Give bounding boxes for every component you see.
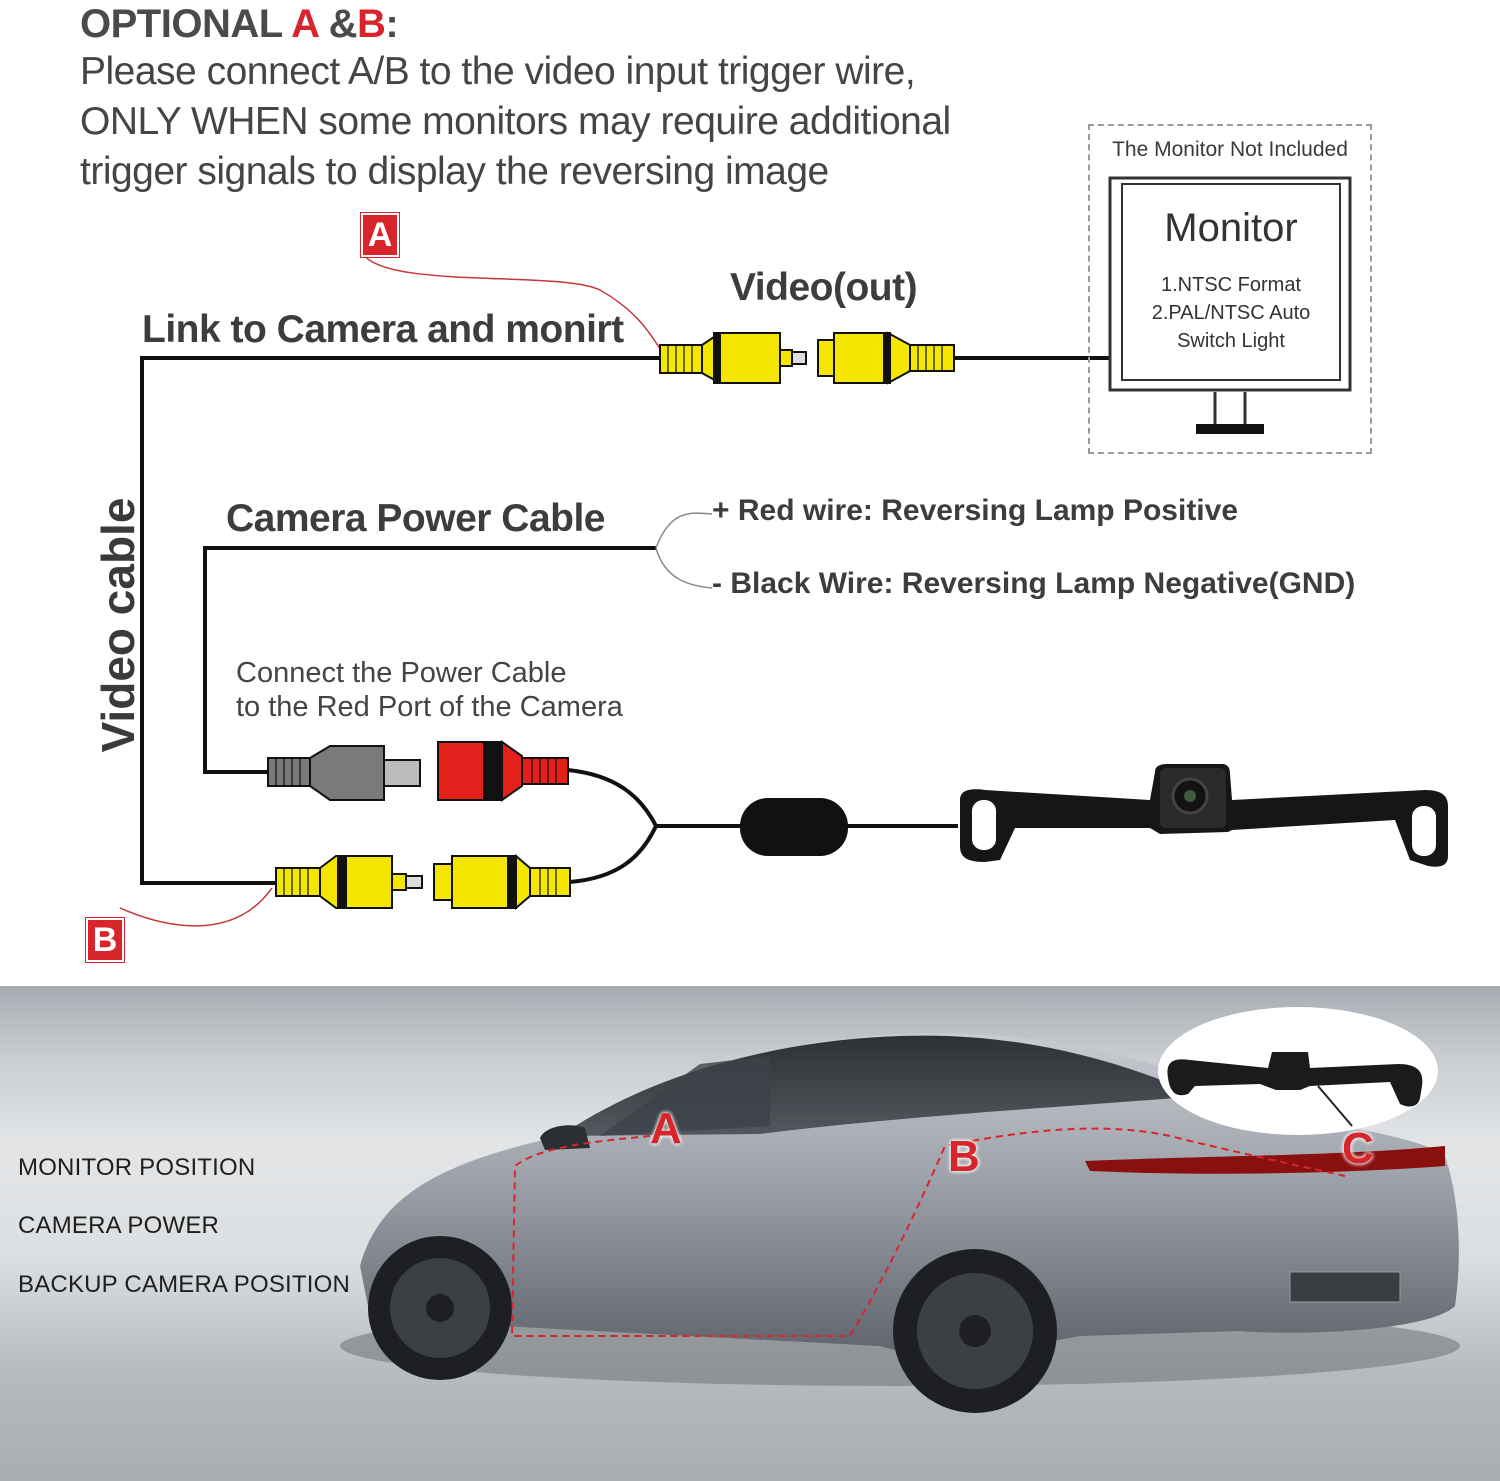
- legend-camera-power: CAMERA POWER: [18, 1212, 220, 1239]
- wires: [140, 356, 1110, 885]
- power-cable-wire: [203, 546, 656, 774]
- power-connector-red: [437, 740, 569, 802]
- monitor-spec-1: 1.NTSC Format: [1160, 274, 1302, 296]
- camera-video-connector-female: [433, 853, 571, 911]
- optional-title: OPTIONAL A &B:: [80, 2, 399, 46]
- monitor-title: Monitor: [1164, 206, 1298, 250]
- trigger-wire-a: [361, 251, 663, 353]
- trigger-marker-a: A: [361, 213, 399, 257]
- monitor-not-included-label: The Monitor Not Included: [1112, 138, 1348, 161]
- wiring-diagram: [119, 176, 1448, 927]
- instruction-line-1: Please connect A/B to the video input tr…: [80, 50, 916, 93]
- monitor-not-included-box: [1088, 124, 1372, 454]
- video-cable-wire: [140, 356, 660, 885]
- installation-photo: A B C MONITOR POSITION CAMERA POWER BACK…: [0, 986, 1500, 1481]
- legend-monitor-position: MONITOR POSITION: [18, 1154, 256, 1181]
- monitor-spec-2: 2.PAL/NTSC Auto: [1151, 302, 1311, 324]
- instruction-line-3: trigger signals to display the reversing…: [80, 150, 829, 193]
- video-cable-label: Video cable: [92, 497, 144, 753]
- trigger-marker-b: B: [86, 918, 124, 962]
- black-wire-label: - Black Wire: Reversing Lamp Negative(GN…: [712, 567, 1356, 600]
- monitor-spec-3: Switch Light: [1177, 330, 1285, 352]
- red-wire-label: + Red wire: Reversing Lamp Positive: [712, 494, 1239, 527]
- video-out-label: Video(out): [730, 266, 918, 309]
- power-port-note: Connect the Power Cable to the Red Port …: [236, 656, 623, 724]
- point-b-label: B: [948, 1132, 980, 1181]
- power-cable-label: Camera Power Cable: [226, 497, 606, 540]
- camera-split-wire: [567, 768, 659, 884]
- instruction-line-2: ONLY WHEN some monitors may require addi…: [80, 100, 951, 143]
- point-a-label: A: [650, 1104, 682, 1153]
- point-c-label: C: [1342, 1124, 1374, 1173]
- license-plate-camera: [960, 764, 1448, 867]
- inline-filter-box: [740, 798, 848, 856]
- power-note-line-2: to the Red Port of the Camera: [236, 691, 623, 723]
- video-out-connector-male: [659, 332, 807, 384]
- red-wire-lead: [655, 512, 713, 549]
- car-illustration: [340, 1007, 1460, 1413]
- link-cable-label: Link to Camera and monirt: [142, 308, 624, 351]
- trigger-wire-b: [119, 887, 273, 927]
- monitor-illustration: [1108, 176, 1352, 434]
- legend-backup-camera-position: BACKUP CAMERA POSITION: [18, 1271, 351, 1298]
- video-out-connector-female: [817, 331, 955, 385]
- power-connector-gray: [267, 745, 421, 801]
- power-note-line-1: Connect the Power Cable: [236, 657, 567, 689]
- camera-video-connector-male: [275, 855, 423, 909]
- black-wire-lead: [655, 547, 713, 589]
